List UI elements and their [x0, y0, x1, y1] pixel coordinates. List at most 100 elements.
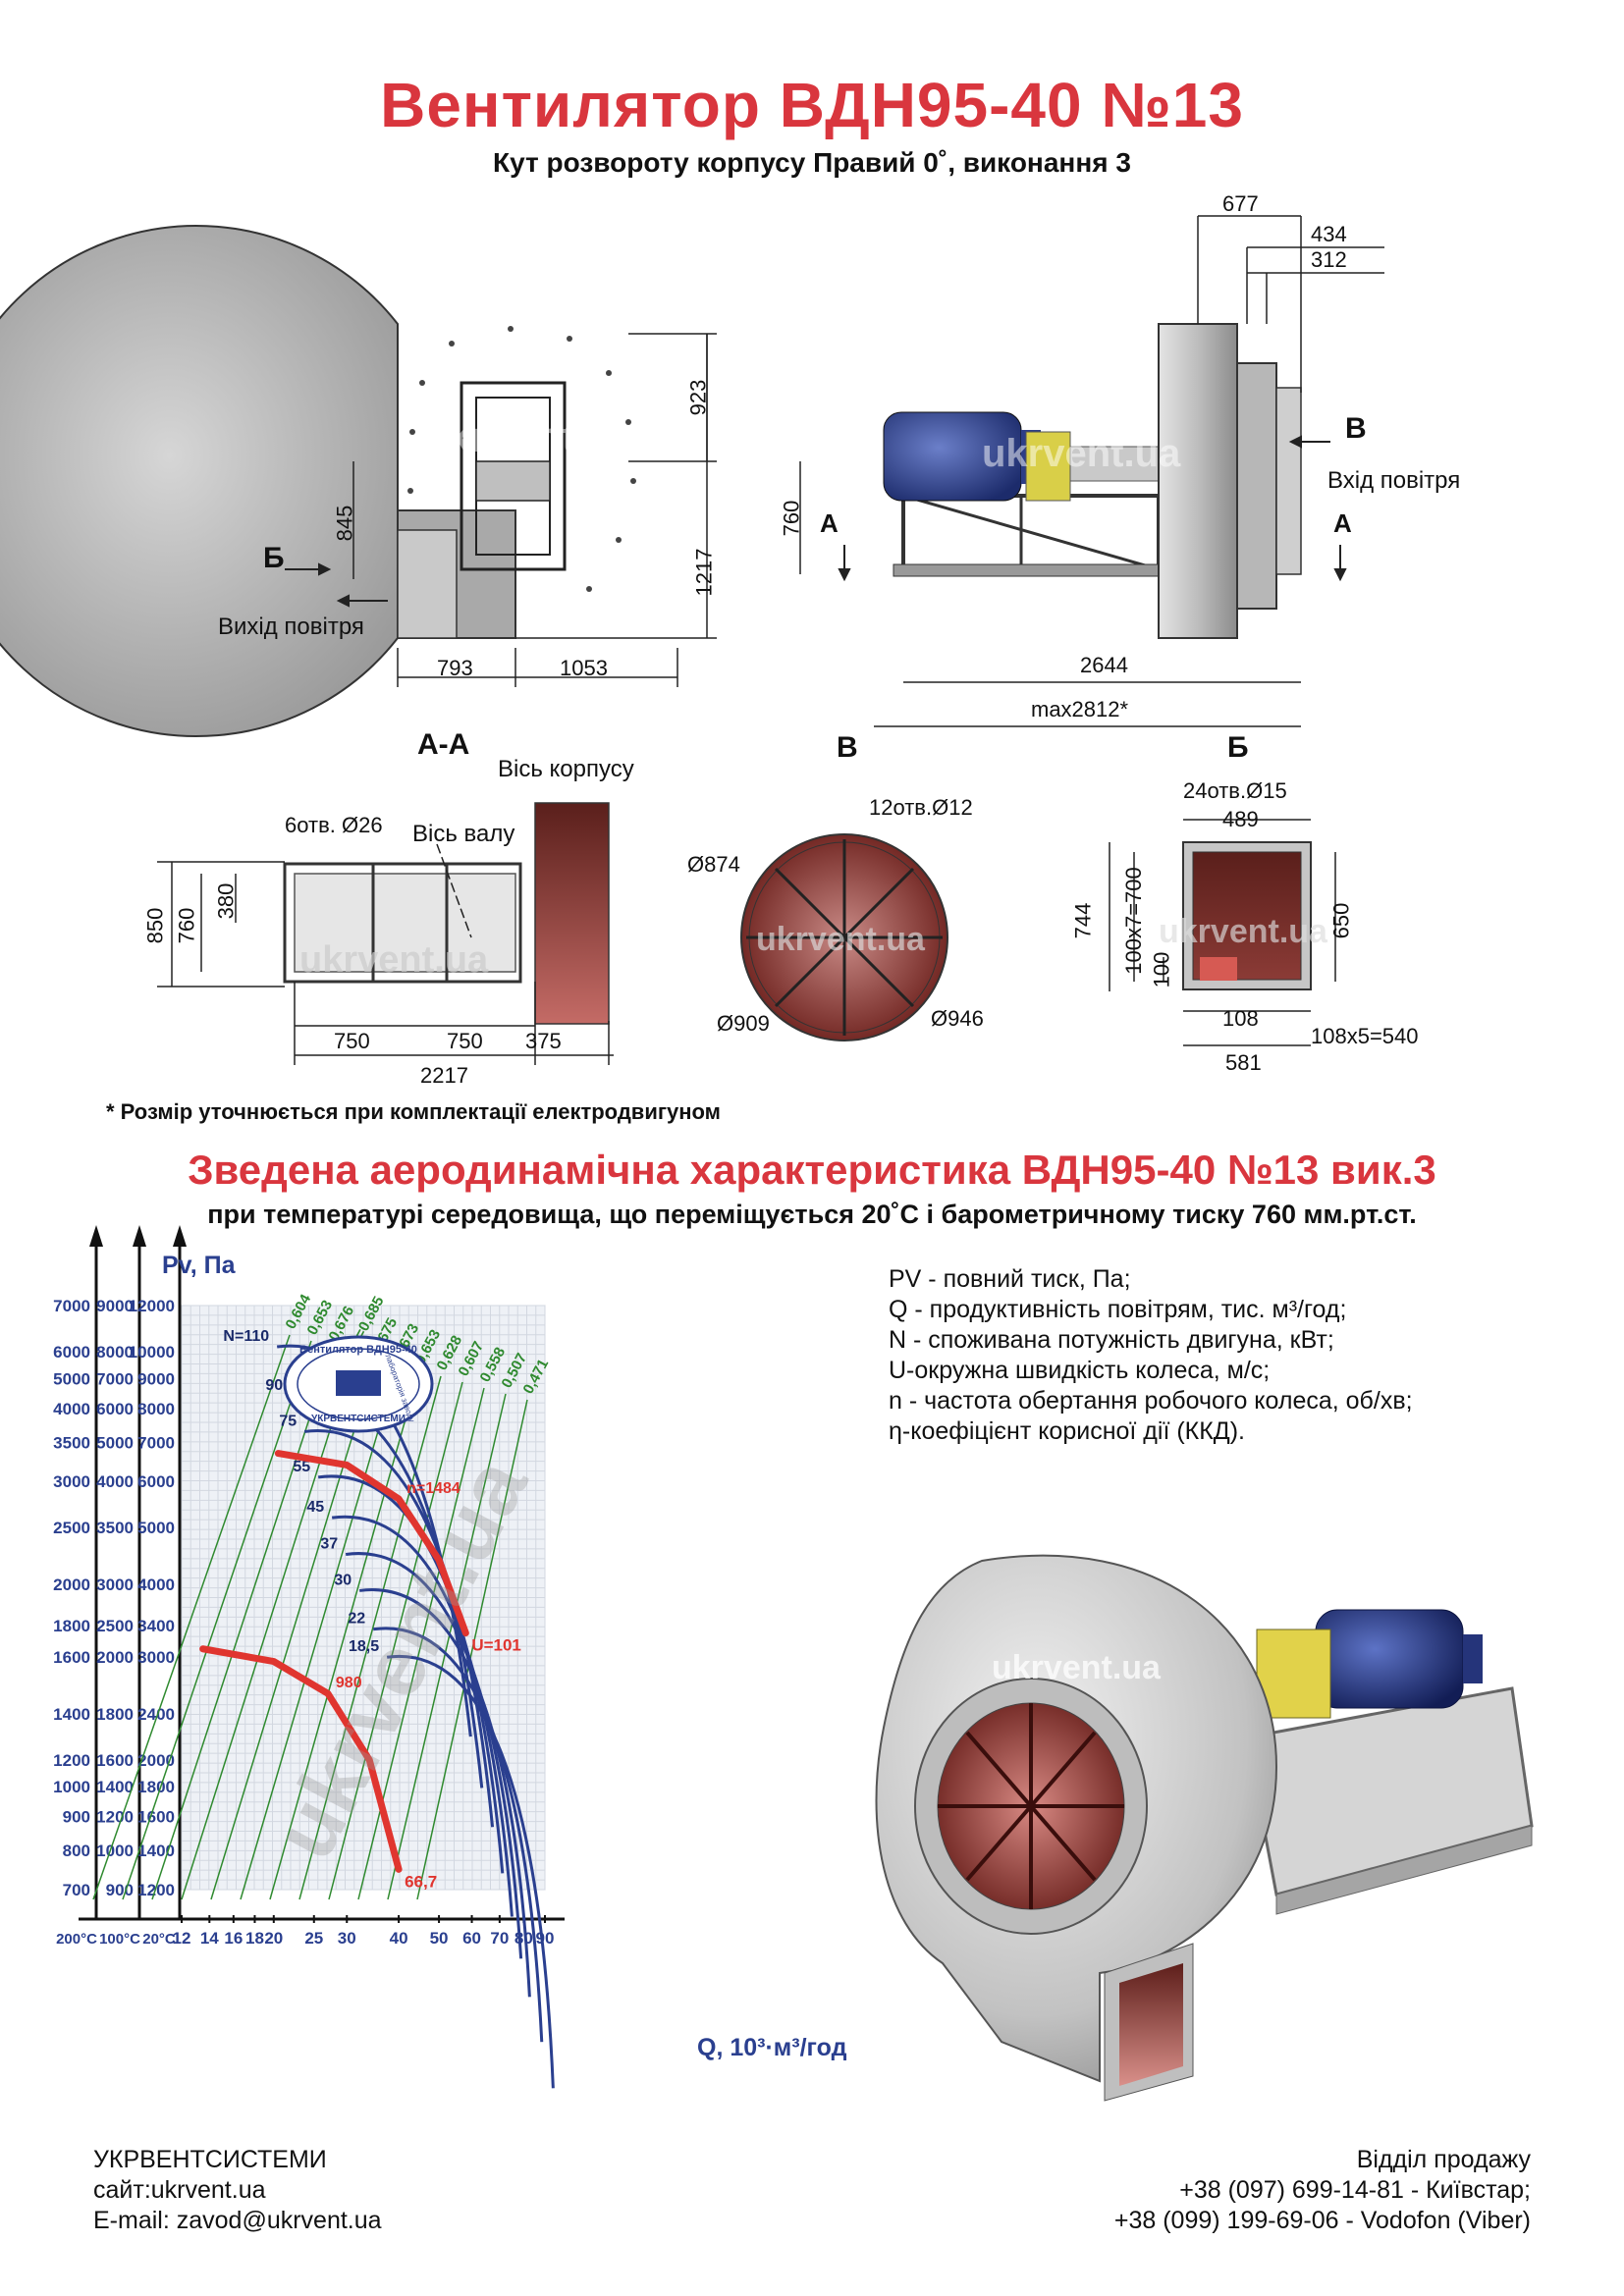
y-tick-label: 800: [63, 1842, 90, 1860]
email-link[interactable]: E-mail: zavod@ukrvent.ua: [93, 2207, 382, 2234]
axis-shaft-label: Вісь валу: [412, 821, 515, 847]
page-title: Вентилятор ВДН95-40 №13: [380, 70, 1244, 140]
x-tick-label: 50: [430, 1929, 449, 1948]
y-tick-label: 8000: [96, 1343, 134, 1362]
inlet-label: Вхід повітря: [1327, 467, 1461, 494]
dim-aa-2217: 2217: [420, 1063, 468, 1088]
dim-side-677: 677: [1222, 191, 1259, 216]
power-curve-label: N=110: [223, 1328, 269, 1345]
x-tick-label: 25: [304, 1929, 323, 1948]
efficiency-line: [181, 1352, 355, 1900]
efficiency-line: [387, 1393, 507, 1900]
footer-company-block: УКРВЕНТСИСТЕМИ сайт:ukrvent.ua E-mail: z…: [93, 2145, 382, 2236]
y-tick-label: 1000: [96, 1842, 134, 1860]
section-aa-drawing: ukrvent.ua: [157, 802, 614, 1065]
phone-vodafone[interactable]: +38 (099) 199-69-06 - Vodofon (Viber): [1113, 2207, 1531, 2234]
y-tick-label: 8000: [137, 1400, 175, 1418]
x-tick-label: 14: [200, 1929, 219, 1948]
y-tick-label: 7000: [137, 1433, 175, 1452]
y-tick-label: 900: [106, 1881, 134, 1899]
y-tick-label: 700: [63, 1881, 90, 1899]
y-tick-label: 900: [63, 1808, 90, 1827]
holes-24x15: 24отв.Ø15: [1183, 778, 1287, 803]
y-axis-arrow: [133, 1225, 146, 1247]
dim-aa-380: 380: [213, 882, 239, 920]
power-curve: [358, 1588, 531, 1998]
site-link[interactable]: сайт:ukrvent.ua: [93, 2176, 266, 2204]
view-b-drawing: ukrvent.ua: [1109, 819, 1336, 1046]
y-tick-label: 2000: [53, 1575, 90, 1594]
fan-3d-render: ukrvent.ua: [875, 1554, 1534, 2102]
dim-d874: Ø874: [687, 852, 740, 877]
page-subtitle: Кут розвороту корпусу Правий 0˚, виконан…: [493, 147, 1131, 178]
y-tick-label: 1800: [137, 1778, 175, 1796]
legend-rpm: n - частота обертання робочого колеса, о…: [889, 1387, 1413, 1415]
view-v-title: В: [837, 731, 858, 764]
arrow-v-label: В: [1345, 412, 1367, 445]
power-curve: [303, 1429, 495, 1828]
efficiency-line: [416, 1399, 528, 1900]
efficiency-line: [269, 1369, 420, 1900]
watermark: ukrvent.ua: [420, 413, 639, 461]
power-curve: [331, 1515, 514, 1917]
y-tick-label: 7000: [96, 1369, 134, 1388]
y-tick-label: 5000: [137, 1519, 175, 1537]
y-tick-label: 6000: [53, 1343, 90, 1362]
y-tick-label: 12000: [129, 1297, 175, 1315]
speed-end-label: 66,7: [405, 1872, 437, 1891]
dim-b-489: 489: [1222, 807, 1259, 831]
company-name: УКРВЕНТСИСТЕМИ: [93, 2146, 327, 2173]
legend-q: Q - продуктивність повітрям, тис. м³/год…: [889, 1296, 1347, 1323]
x-tick-label: 12: [173, 1929, 191, 1948]
y-tick-label: 3400: [137, 1617, 175, 1635]
dim-side-760: 760: [779, 500, 804, 537]
stamp-text-top: Вентилятор ВДН95-40: [299, 1344, 417, 1356]
arrow-a-left: А: [820, 508, 839, 538]
power-curve-label: 18,5: [349, 1638, 379, 1655]
chart-xlabel: Q, 10³·м³/год: [697, 2034, 847, 2061]
x-tick-label: 60: [462, 1929, 481, 1948]
dim-b-108: 108: [1222, 1006, 1259, 1031]
power-curve-label: 37: [320, 1535, 338, 1552]
legend-eta: η-коефіцієнт корисної дії (ККД).: [889, 1417, 1245, 1445]
efficiency-line: [210, 1358, 377, 1900]
speed-curve: [274, 1450, 469, 1637]
chart-section-title: Зведена аеродинамічна характеристика ВДН…: [188, 1147, 1436, 1193]
y-tick-label: 5000: [96, 1433, 134, 1452]
footer-sales-block: Відділ продажу +38 (097) 699-14-81 - Киї…: [1114, 2145, 1531, 2236]
y-tick-label: 7000: [53, 1297, 90, 1315]
legend: PV - повний тиск, Па; Q - продуктивність…: [889, 1264, 1413, 1447]
watermark: ukrvent.ua: [982, 432, 1181, 475]
y-tick-label: 2400: [137, 1705, 175, 1724]
y-tick-label: 1400: [53, 1705, 90, 1724]
legend-u: U-окружна швидкість колеса, м/с;: [889, 1357, 1271, 1384]
sales-title: Відділ продажу: [1356, 2146, 1531, 2173]
y-tick-label: 1600: [137, 1808, 175, 1827]
axis-case-label: Вісь корпусу: [498, 756, 634, 782]
dim-front-1217: 1217: [691, 548, 717, 597]
arrow-a-right: А: [1333, 508, 1352, 538]
y-tick-label: 3000: [53, 1472, 90, 1491]
dim-b-100x7: 100x7=700: [1120, 867, 1146, 975]
y-tick-label: 2500: [53, 1519, 90, 1537]
dim-side-2644: 2644: [1080, 653, 1128, 677]
phone-kyivstar[interactable]: +38 (097) 699-14-81 - Київстар;: [1179, 2176, 1531, 2204]
y-tick-label: 3500: [53, 1433, 90, 1452]
dim-b-650: 650: [1328, 902, 1354, 939]
y-tick-label: 1200: [137, 1881, 175, 1899]
watermark: ukrvent.ua: [299, 939, 489, 981]
speed-curve: [199, 1645, 403, 1873]
y-axis-arrow: [173, 1225, 187, 1247]
x-tick-label: 18: [245, 1929, 264, 1948]
y-axis-arrow: [89, 1225, 103, 1247]
dim-aa-750a: 750: [334, 1029, 370, 1053]
power-curve-label: 90: [265, 1377, 283, 1394]
y-tick-label: 1200: [96, 1808, 134, 1827]
view-v-drawing: ukrvent.ua: [740, 833, 948, 1041]
x-tick-label: 16: [224, 1929, 243, 1948]
efficiency-line: [240, 1363, 399, 1900]
dim-front-1053: 1053: [560, 656, 608, 680]
front-view-drawing: ukrvent.ua: [0, 225, 717, 737]
y-tick-label: 3000: [137, 1648, 175, 1667]
